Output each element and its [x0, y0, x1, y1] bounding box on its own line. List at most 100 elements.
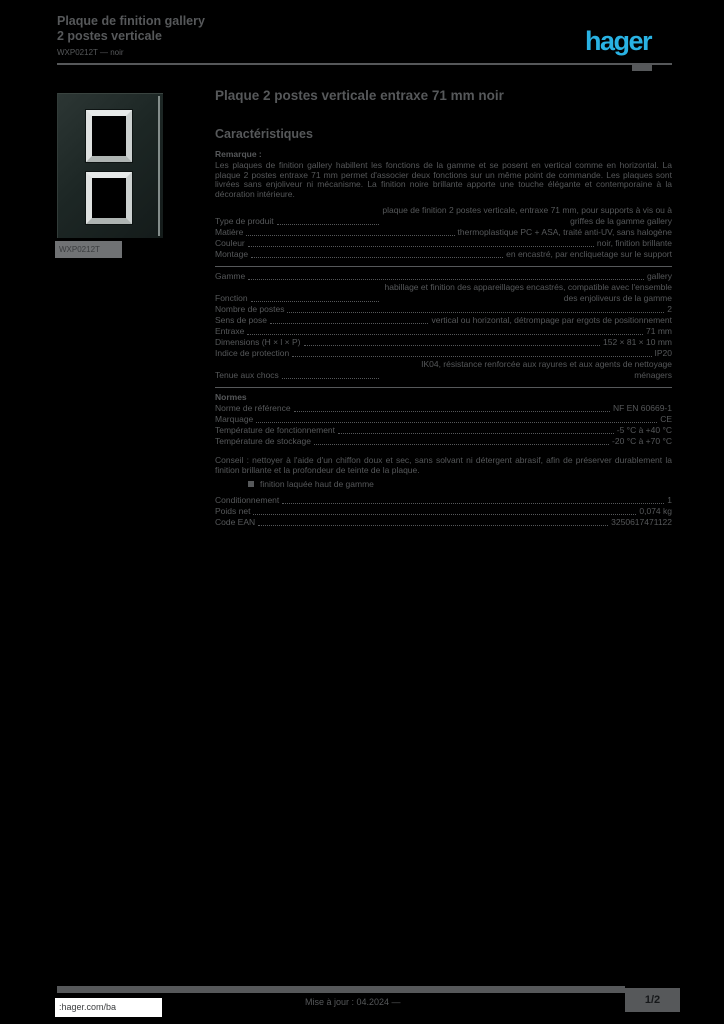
- spec-bullet-item: finition laquée haut de gamme: [215, 479, 672, 490]
- dotted-leader: [293, 410, 610, 412]
- spec-row: Température de stockage -20 °C à +70 °C: [215, 436, 672, 447]
- spec-label: Couleur: [215, 237, 245, 248]
- spec-label: Conditionnement: [215, 494, 280, 505]
- footer-link[interactable]: :hager.com/ba: [55, 998, 162, 1017]
- dotted-leader: [256, 421, 658, 423]
- spec-value: IK04, résistance renforcée aux rayures e…: [421, 358, 672, 380]
- header-reference: WXP0212T — noir: [57, 48, 124, 57]
- spec-label: Type de produit: [215, 215, 274, 226]
- spec-row: Conditionnement 1: [215, 495, 672, 506]
- dotted-leader: [253, 513, 637, 515]
- spec-value: 152 × 81 × 10 mm: [603, 336, 672, 347]
- spec-row: Norme de référence NF EN 60669-1: [215, 403, 672, 414]
- spec-label: Marquage: [215, 413, 254, 424]
- dotted-leader: [258, 524, 609, 526]
- dotted-leader: [247, 245, 594, 247]
- dotted-leader: [269, 322, 429, 324]
- footer-band: [57, 986, 625, 993]
- spec-row: Entraxe 71 mm: [215, 326, 672, 337]
- header-title-line2: 2 postes verticale: [57, 29, 162, 43]
- spec-value: en encastré, par encliquetage sur le sup…: [506, 248, 672, 259]
- spec-sections: Type de produit plaque de finition 2 post…: [215, 203, 672, 531]
- plate-window-bottom: [86, 172, 132, 224]
- footer-page-badge: 1/2: [625, 988, 680, 1012]
- characteristics-heading: Caractéristiques: [215, 127, 313, 141]
- spec-value: habillage et finition des appareillages …: [384, 281, 673, 303]
- spec-value: NF EN 60669-1: [612, 402, 672, 413]
- product-image: [57, 93, 163, 238]
- spec-value: IP20: [654, 347, 673, 358]
- spec-value: -5 °C à +40 °C: [616, 424, 672, 435]
- spec-row: Température de fonctionnement -5 °C à +40…: [215, 425, 672, 436]
- dotted-leader: [246, 234, 455, 236]
- spec-label: Indice de protection: [215, 347, 290, 358]
- plate-highlight-edge: [158, 96, 160, 236]
- dotted-leader: [282, 502, 665, 504]
- spec-label: Norme de référence: [215, 402, 291, 413]
- header-divider: [57, 63, 672, 65]
- spec-label: Gamme: [215, 270, 246, 281]
- spec-label: Montage: [215, 248, 249, 259]
- dotted-leader: [251, 256, 504, 258]
- dotted-leader: [248, 278, 644, 280]
- spec-value: CE: [660, 413, 672, 424]
- spec-row: Poids net 0,074 kg: [215, 506, 672, 517]
- dotted-leader: [250, 300, 379, 302]
- header-title-block: Plaque de finition gallery 2 postes vert…: [57, 14, 205, 44]
- spec-label: Dimensions (H × l × P): [215, 336, 301, 347]
- spec-row: Gamme gallery: [215, 271, 672, 282]
- spec-value: 71 mm: [646, 325, 672, 336]
- dotted-leader: [313, 443, 610, 445]
- spec-value: 1: [667, 494, 672, 505]
- dotted-leader: [303, 344, 600, 346]
- spec-row: Type de produit plaque de finition 2 post…: [215, 205, 672, 227]
- spec-value: noir, finition brillante: [596, 237, 672, 248]
- dotted-leader: [287, 311, 665, 313]
- note-label: Remarque :: [215, 149, 262, 159]
- spec-section-heading: Normes: [215, 391, 247, 402]
- spec-row: Fonction habillage et finition des appare…: [215, 282, 672, 304]
- dotted-leader: [292, 355, 652, 357]
- spec-value: vertical ou horizontal, détrompage par e…: [431, 314, 672, 325]
- spec-value: 0,074 kg: [639, 505, 672, 516]
- spec-row: Code EAN 3250617471122: [215, 517, 672, 528]
- spec-row: Marquage CE: [215, 414, 672, 425]
- spec-row: Couleur noir, finition brillante: [215, 238, 672, 249]
- plate-window-top: [86, 110, 132, 162]
- hager-logo: hager: [585, 26, 653, 56]
- spec-row: Matière thermoplastique PC + ASA, traité …: [215, 227, 672, 238]
- dotted-leader: [247, 333, 644, 335]
- spec-value: -20 °C à +70 °C: [612, 435, 672, 446]
- spec-label: Code EAN: [215, 516, 256, 527]
- spec-label: Température de stockage: [215, 435, 311, 446]
- spec-value: thermoplastique PC + ASA, traité anti-UV…: [457, 226, 672, 237]
- spec-section: Conseil : nettoyer à l'aide d'un chiffon…: [215, 450, 672, 493]
- bullet-text: finition laquée haut de gamme: [260, 478, 374, 489]
- dotted-leader: [276, 223, 379, 225]
- spec-label: Entraxe: [215, 325, 245, 336]
- spec-row: Montage en encastré, par encliquetage sur…: [215, 249, 672, 260]
- dotted-leader: [281, 377, 379, 379]
- spec-label: Matière: [215, 226, 244, 237]
- dotted-leader: [338, 432, 614, 434]
- spec-row: Dimensions (H × l × P) 152 × 81 × 10 mm: [215, 337, 672, 348]
- spec-label: Fonction: [215, 292, 248, 303]
- spec-value: gallery: [646, 270, 672, 281]
- product-image-caption: WXP0212T: [55, 241, 122, 258]
- spec-label: Température de fonctionnement: [215, 424, 336, 435]
- page-title: Plaque 2 postes verticale entraxe 71 mm …: [215, 88, 504, 103]
- note-text: Les plaques de finition gallery habillen…: [215, 160, 672, 200]
- logo-underline-mark: [632, 64, 652, 71]
- footer-update-text: Mise à jour : 04.2024 —: [305, 997, 401, 1007]
- spec-note: Conseil : nettoyer à l'aide d'un chiffon…: [215, 454, 672, 476]
- spec-value: 3250617471122: [611, 516, 672, 527]
- spec-value: plaque de finition 2 postes verticale, e…: [382, 204, 672, 226]
- spec-label: Poids net: [215, 505, 251, 516]
- bullet-square-icon: [248, 480, 254, 487]
